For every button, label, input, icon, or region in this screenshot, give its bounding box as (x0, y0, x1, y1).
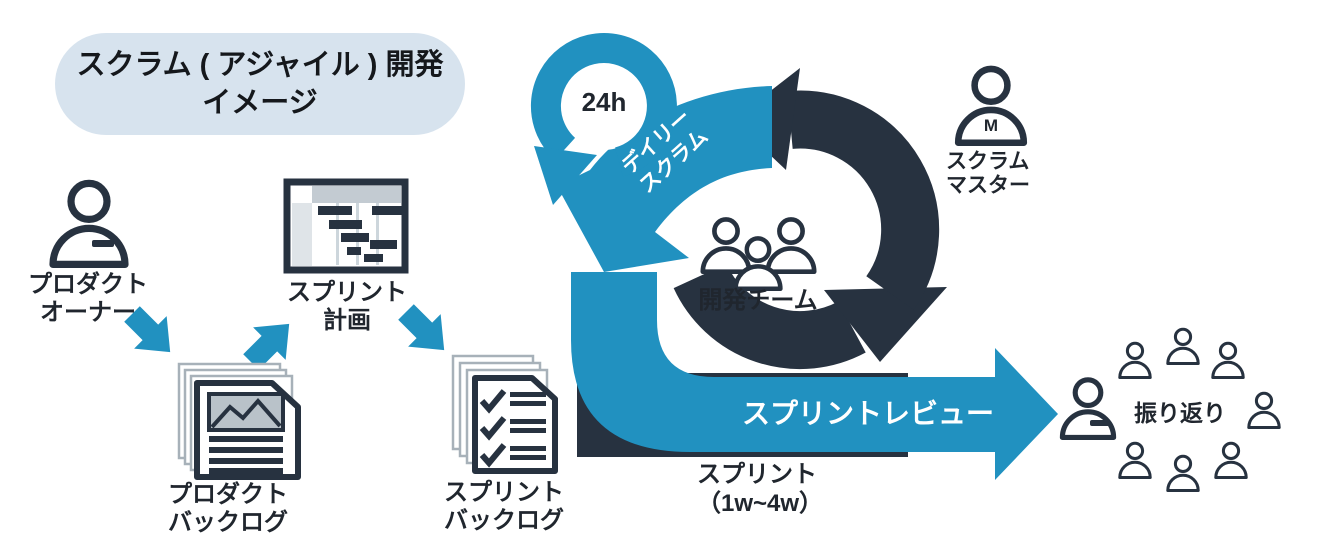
scrum-master-label: スクラム マスター (946, 150, 1030, 198)
title-bubble: スクラム ( アジャイル ) 開発 イメージ (55, 33, 465, 135)
sprint-backlog-label: スプリント バックログ (444, 479, 564, 534)
product-owner-label: プロダクト オーナー (28, 271, 148, 326)
scrum-master-badge: M (983, 116, 999, 135)
product-owner-person-icon (53, 183, 125, 264)
retrospective-label: 振り返り (1134, 400, 1226, 426)
daily-scrum-arrow-icon (557, 86, 772, 272)
daily-scrum-duration: 24h (581, 87, 627, 117)
product-backlog-document-icon (177, 362, 301, 480)
sprint-backlog-checklist-icon (451, 354, 558, 474)
flow-arrow-up-right-icon (243, 323, 290, 370)
title-line1: スクラム ( アジャイル ) 開発 (76, 48, 444, 81)
sprint-review-label: スプリントレビュー (742, 398, 995, 429)
sprint-label: スプリント （1w~4w） (697, 461, 824, 517)
gantt-board-icon (283, 178, 409, 274)
sprint-planning-label: スプリント 計画 (287, 279, 407, 334)
daily-24h-loop-icon (530, 33, 677, 205)
flow-arrow-down-right-icon (398, 304, 445, 351)
flow-arrow-down-right-icon (124, 306, 171, 353)
product-backlog-label: プロダクト バックログ (168, 481, 288, 536)
sprint-review-arrow (571, 272, 1058, 480)
title-line2: イメージ (202, 87, 318, 119)
dev-team-label: 開発チーム (698, 287, 818, 314)
retrospective-team-icon (1062, 327, 1281, 493)
